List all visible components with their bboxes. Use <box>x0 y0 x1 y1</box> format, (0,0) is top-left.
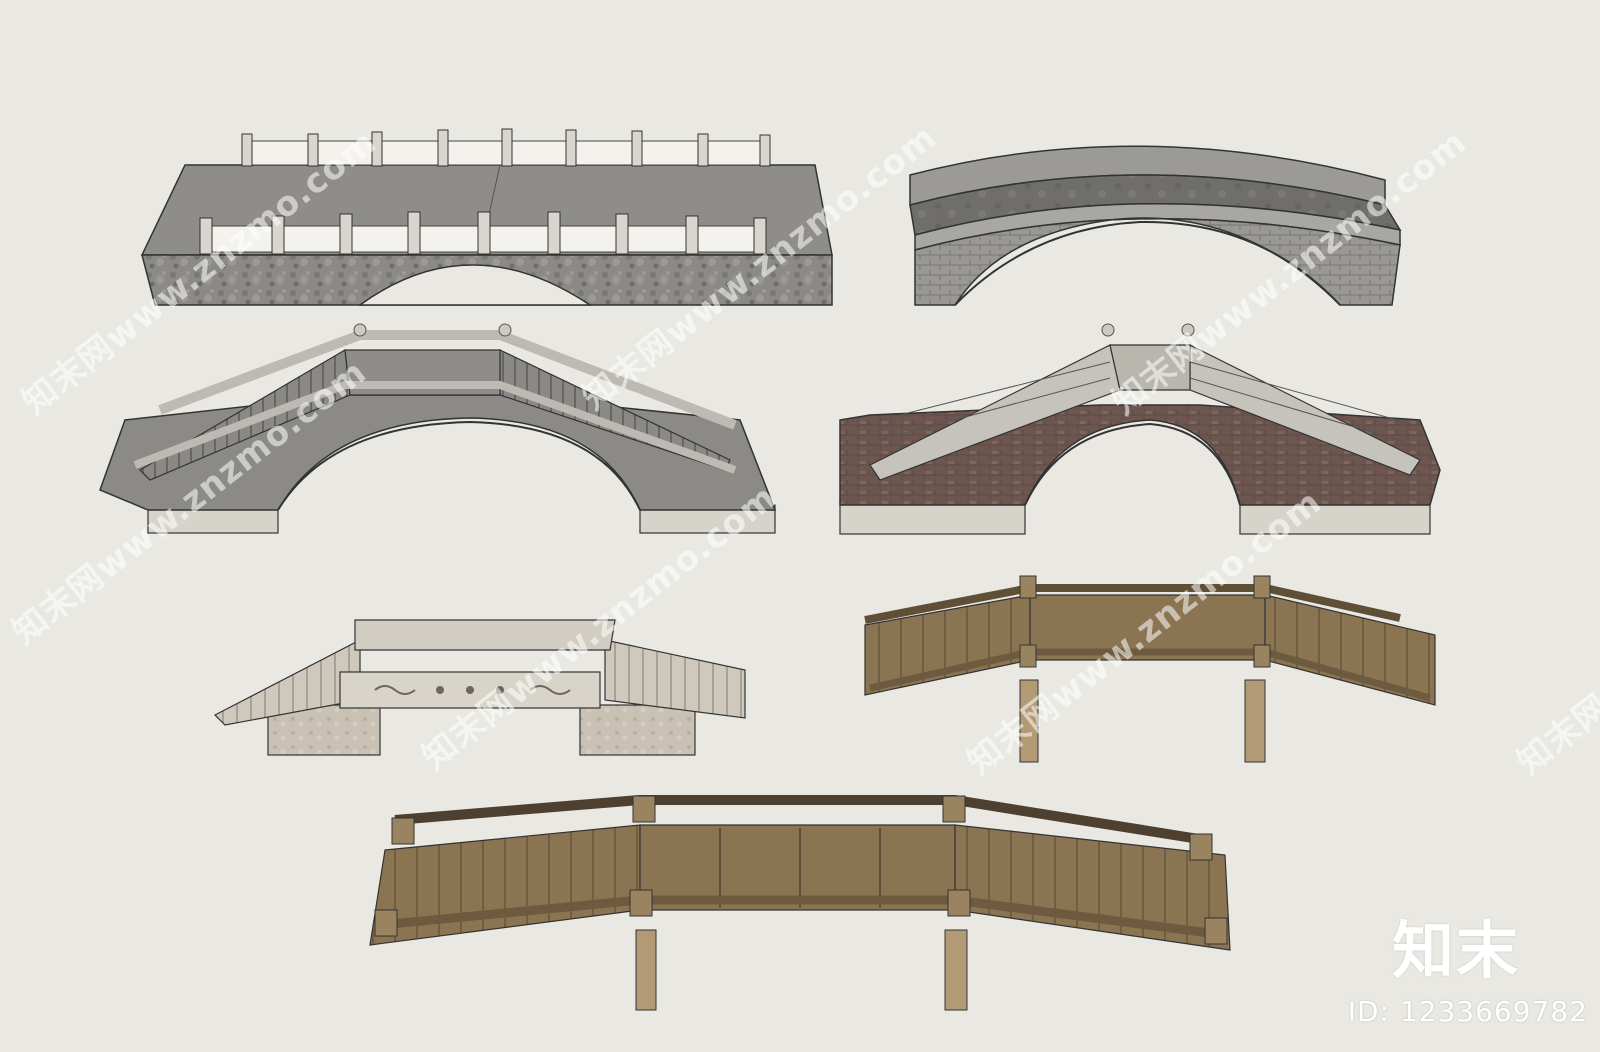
flat-stone-bridge-with-railings <box>140 128 833 306</box>
wooden-bridge-small <box>864 575 1436 763</box>
brand-logo: 知末 <box>1391 914 1520 987</box>
small-stone-step-bridge <box>213 619 746 756</box>
stone-arch-bridge-with-steps <box>99 323 777 534</box>
arched-brick-bridge <box>909 145 1402 306</box>
wooden-bridge-large <box>369 795 1231 1011</box>
red-brick-arch-bridge-with-steps <box>839 323 1441 535</box>
image-id-label: ID: 1233669782 <box>1347 995 1588 1028</box>
